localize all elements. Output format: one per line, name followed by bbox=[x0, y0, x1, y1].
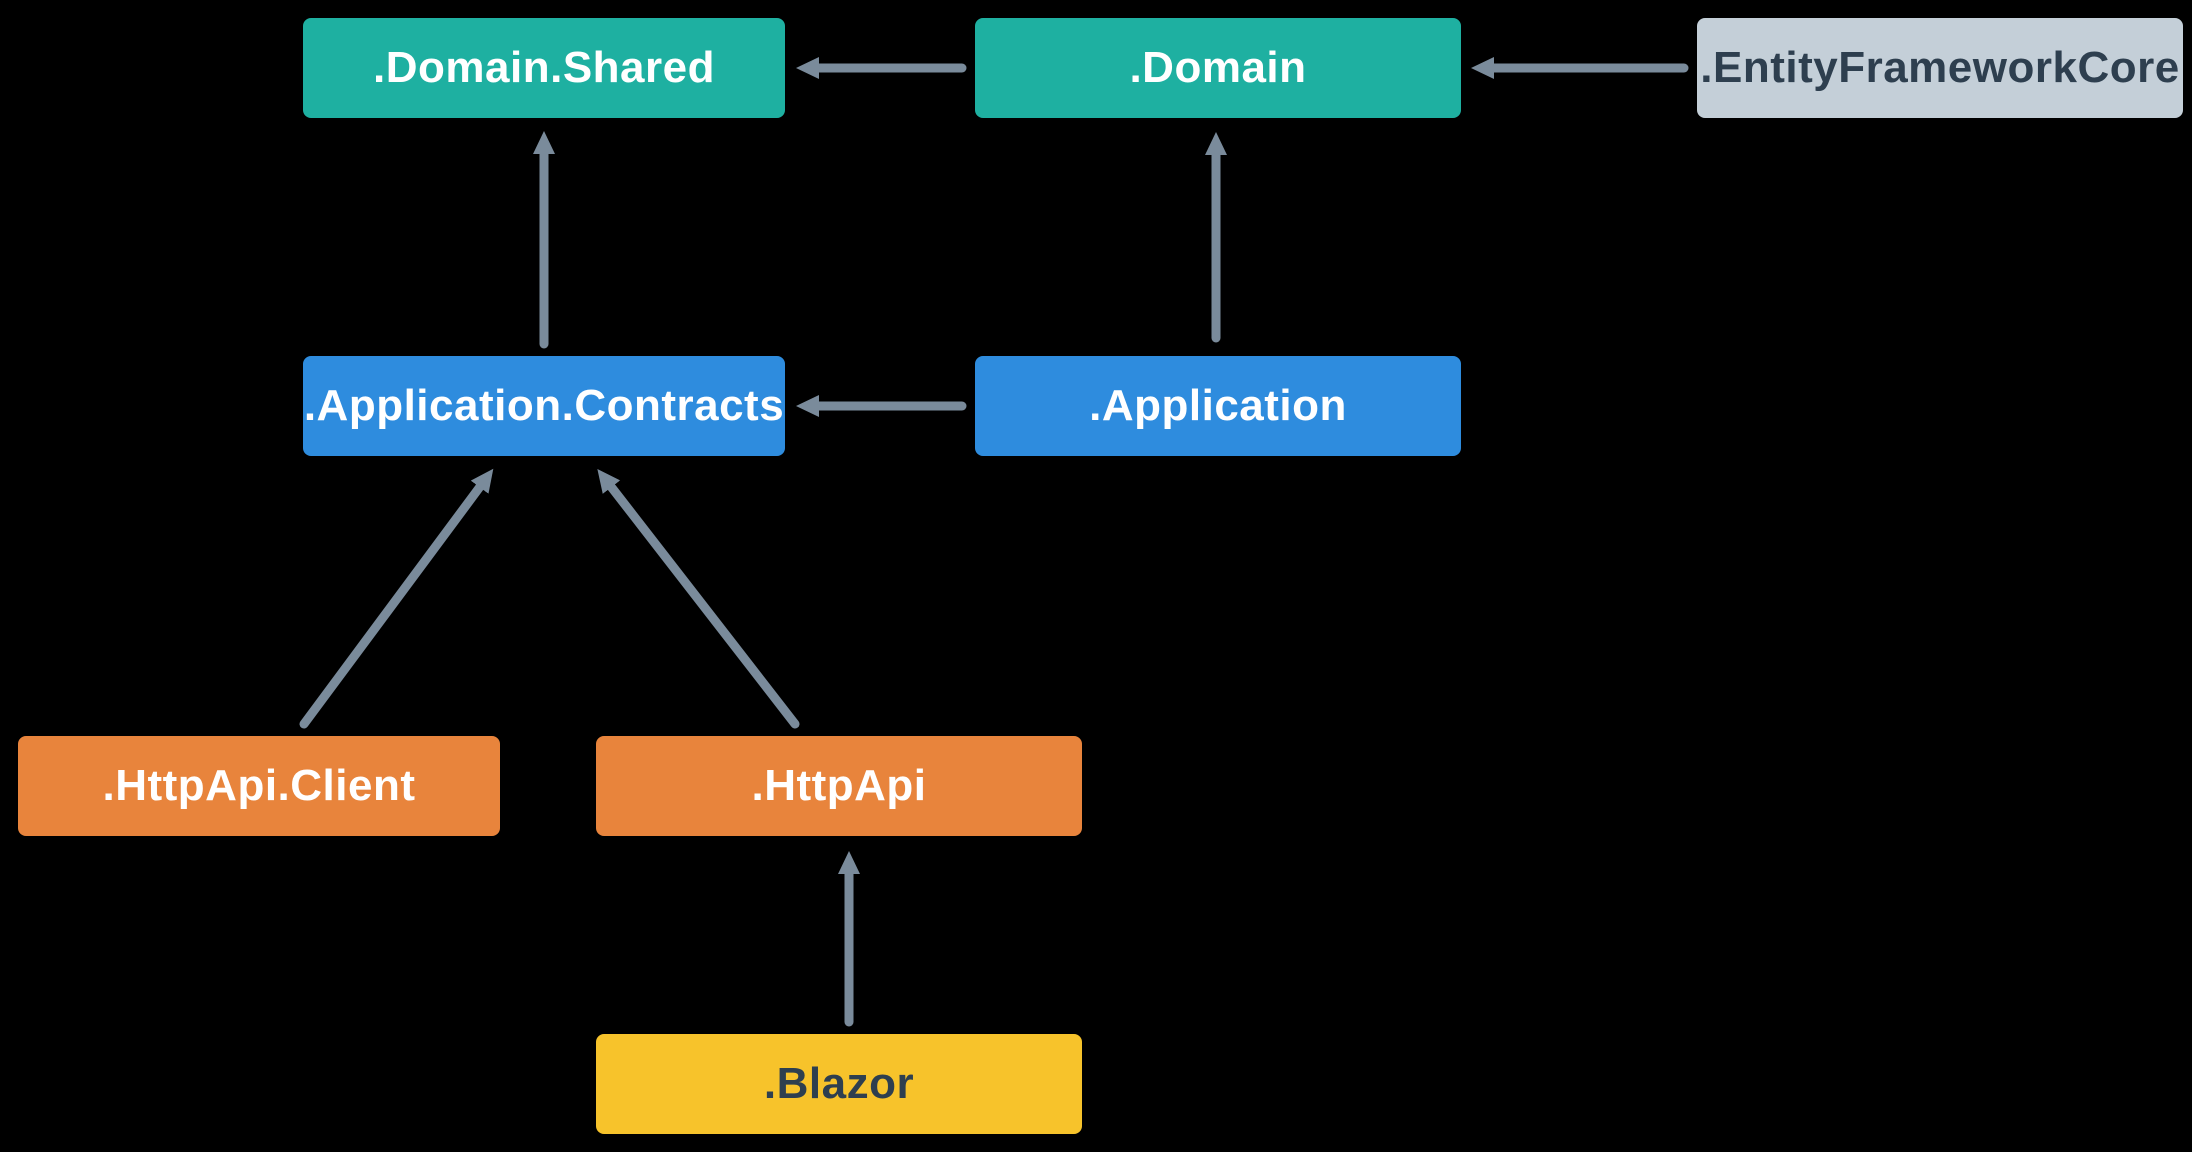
node-application-contracts-label: .Application.Contracts bbox=[303, 381, 785, 430]
node-httpapi-label: .HttpApi bbox=[751, 761, 927, 810]
node-domain-label: .Domain bbox=[1129, 43, 1307, 92]
node-domain-shared-label: .Domain.Shared bbox=[373, 43, 715, 92]
node-application-label: .Application bbox=[1089, 381, 1347, 430]
node-application-contracts: .Application.Contracts bbox=[303, 356, 785, 456]
node-application: .Application bbox=[975, 356, 1461, 456]
node-entity-framework-core-label: .EntityFrameworkCore bbox=[1700, 43, 2180, 92]
node-blazor: .Blazor bbox=[596, 1034, 1082, 1134]
node-entity-framework-core: .EntityFrameworkCore bbox=[1697, 18, 2183, 118]
arrow-httpapi-client-to-application-contracts bbox=[299, 468, 494, 729]
node-httpapi-client-label: .HttpApi.Client bbox=[102, 761, 416, 810]
node-blazor-label: .Blazor bbox=[763, 1059, 915, 1108]
node-domain: .Domain bbox=[975, 18, 1461, 118]
node-httpapi-client: .HttpApi.Client bbox=[18, 736, 500, 836]
node-domain-shared: .Domain.Shared bbox=[303, 18, 785, 118]
node-httpapi: .HttpApi bbox=[596, 736, 1082, 836]
arrow-httpapi-to-application-contracts bbox=[597, 468, 800, 729]
